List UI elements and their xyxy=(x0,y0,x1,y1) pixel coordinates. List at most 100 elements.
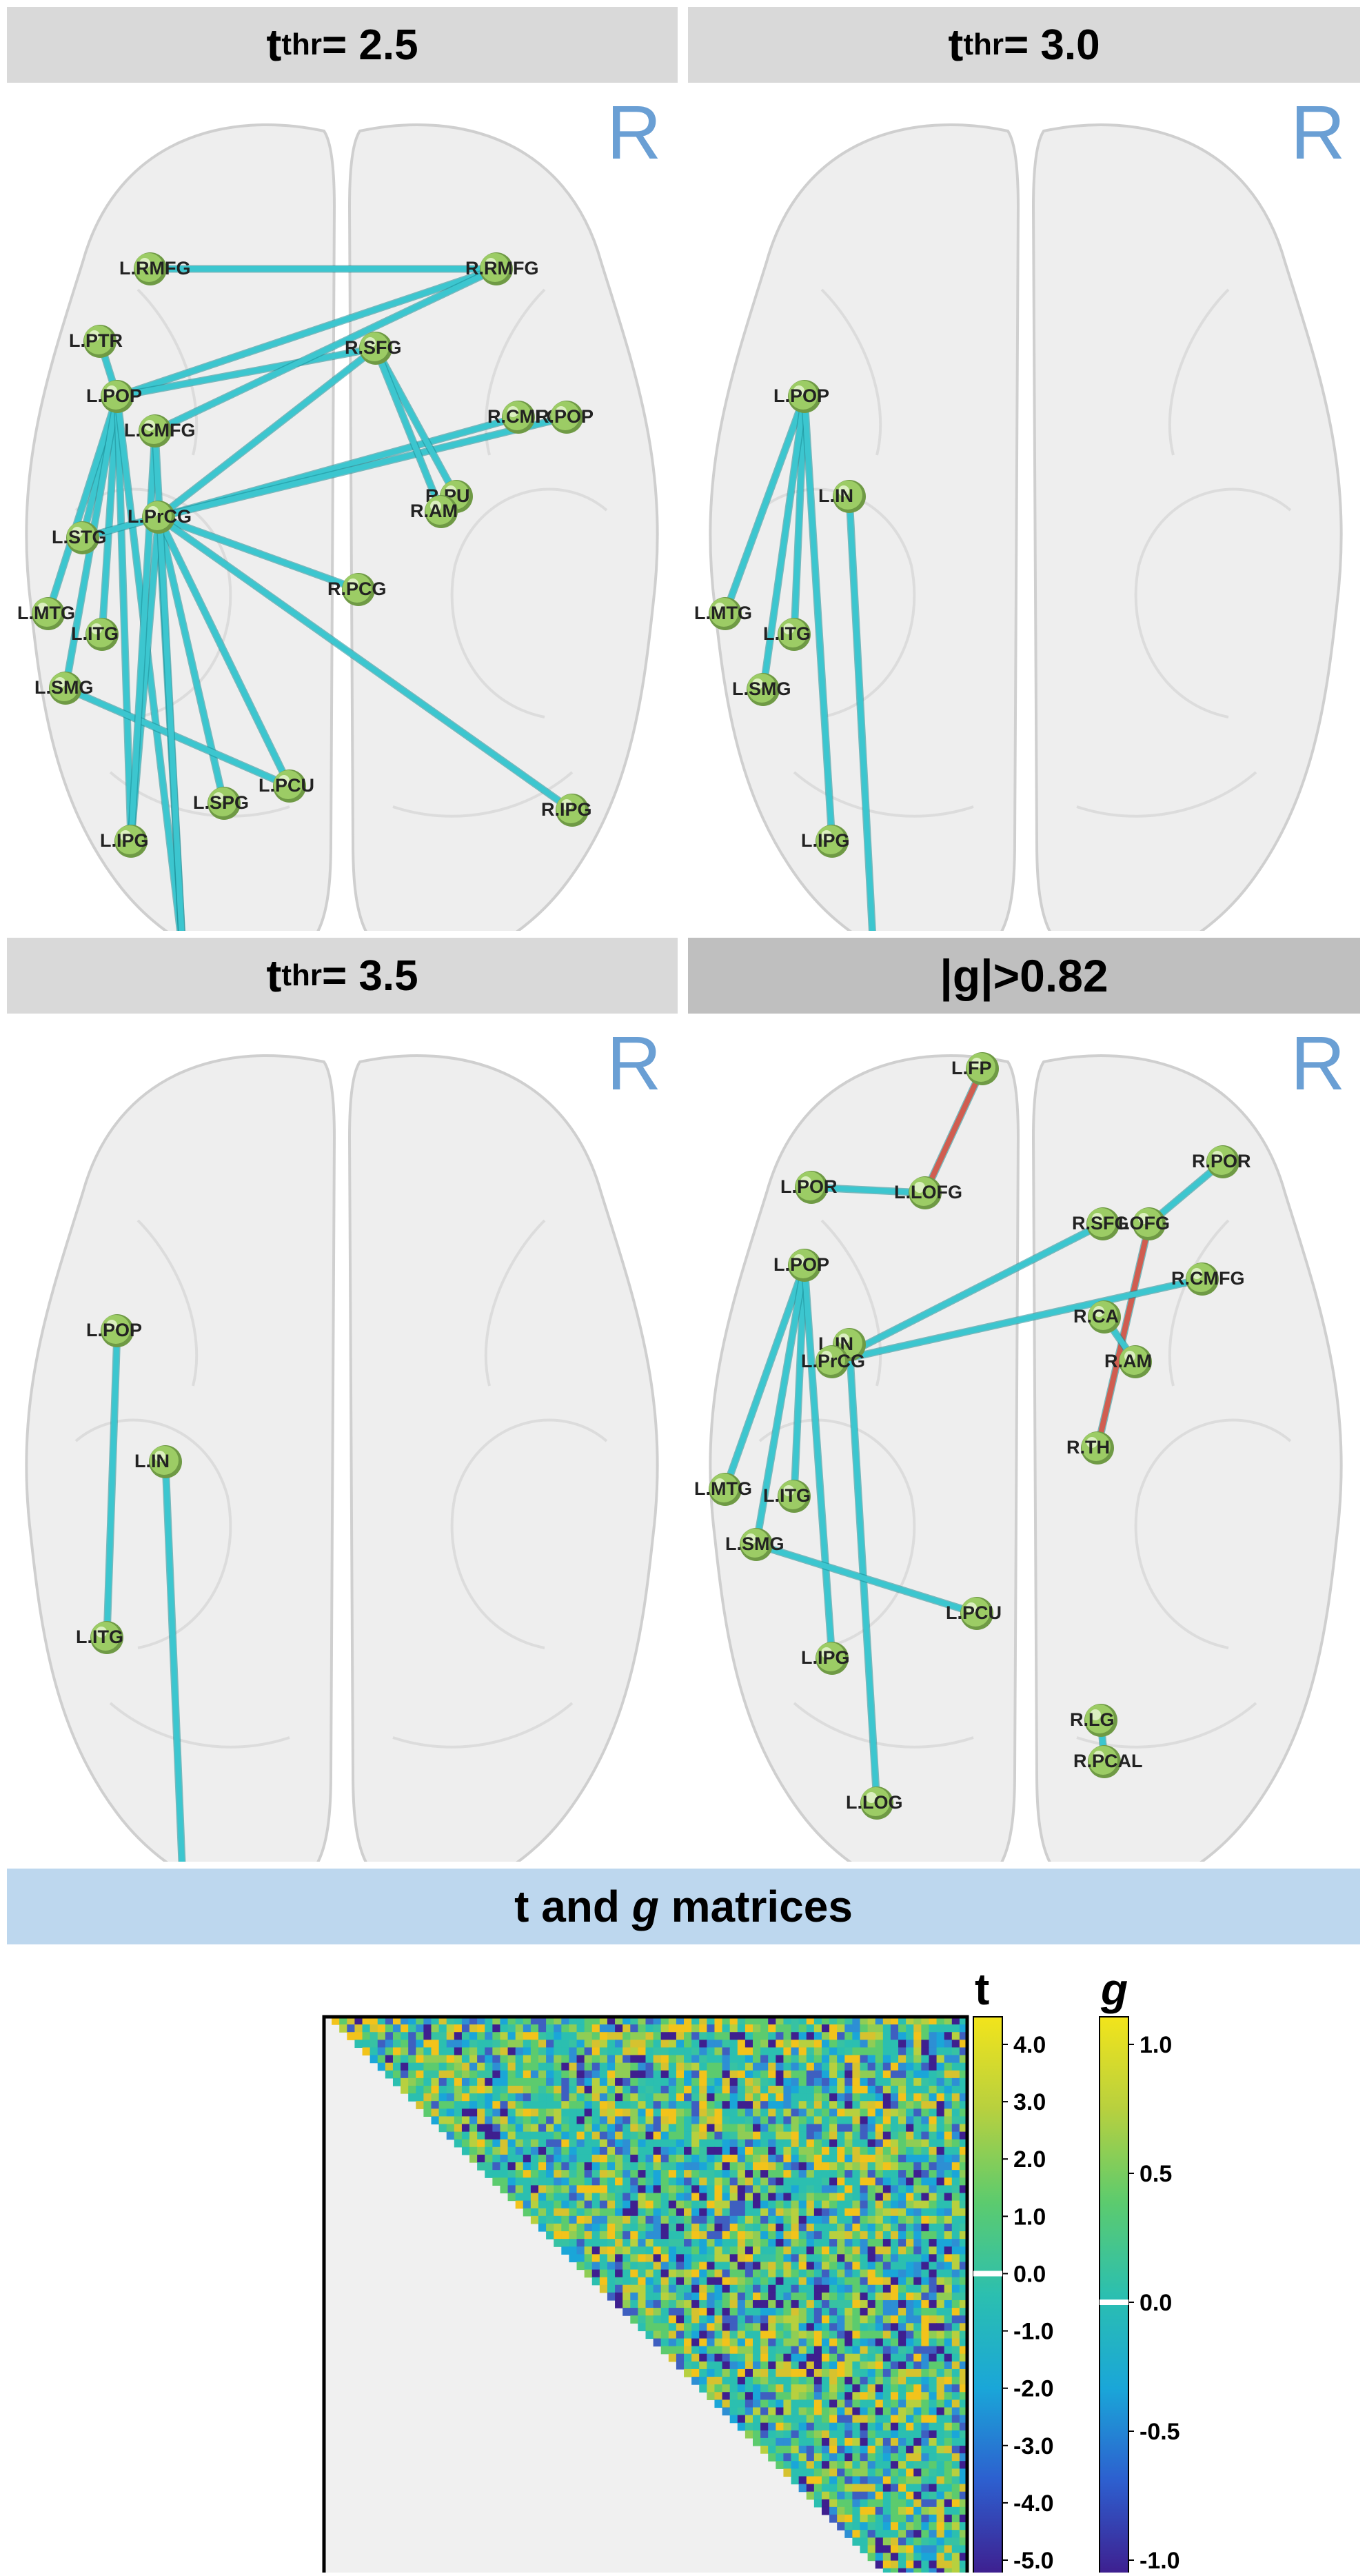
brain-contour xyxy=(1168,1219,1230,1387)
brain-node: L.ITG xyxy=(763,1480,811,1513)
colorbar-tick-label: -4.0 xyxy=(1013,2491,1054,2517)
node-highlight xyxy=(1092,1213,1103,1224)
brain-node: L.MTG xyxy=(694,1473,752,1506)
panel-title-prefix: t xyxy=(266,19,282,70)
node-label: L.MTG xyxy=(17,603,75,623)
colorbar-tick-label: -2.0 xyxy=(1013,2376,1054,2402)
brain-node: R.AM xyxy=(410,495,458,528)
brain-node: L.IPG xyxy=(100,825,149,858)
node-label: L.MTG xyxy=(694,1478,752,1499)
node-highlight xyxy=(279,775,290,786)
brain-node: L.POR xyxy=(780,1171,838,1204)
right-hemisphere xyxy=(1031,1054,1343,1862)
brain-node: L.PCU xyxy=(946,1597,1002,1630)
node-highlight xyxy=(106,385,117,396)
panel-title-prefix: t xyxy=(266,950,282,1001)
brain-contour xyxy=(109,1702,290,1749)
node-label: R.AM xyxy=(1104,1351,1152,1371)
brain-node: R.IPG xyxy=(541,794,592,827)
brain-silhouette xyxy=(25,1054,659,1862)
node-label: R.IPG xyxy=(541,799,592,820)
connection-edge xyxy=(114,345,378,399)
node-highlight xyxy=(120,830,131,841)
colorbar-t-gradient xyxy=(973,2016,1003,2575)
matrix-title-italic: g xyxy=(631,1882,659,1931)
brain-contour xyxy=(74,1418,232,1649)
brain-node: R.SFG xyxy=(345,332,402,365)
right-hemisphere-label: R xyxy=(1290,90,1345,175)
brain-node: R.RMFG xyxy=(465,252,538,285)
matrix-svg: t4.03.02.01.00.0-1.0-2.0-3.0-4.0-5.0g1.0… xyxy=(322,1964,1180,2576)
node-highlight xyxy=(1212,1151,1223,1162)
node-label: L.ITG xyxy=(763,1485,811,1506)
colorbar-tick-label: -1.0 xyxy=(1013,2319,1054,2345)
brain-node: R.POR xyxy=(1192,1145,1251,1178)
brain-node: L.FP xyxy=(951,1052,999,1085)
brain-node: R.SFG xyxy=(1072,1207,1129,1240)
brain-silhouette xyxy=(709,1054,1343,1862)
node-label: L.IN xyxy=(818,485,853,506)
node-label: R.TH xyxy=(1066,1437,1110,1458)
right-hemisphere xyxy=(347,1054,659,1862)
node-highlight xyxy=(148,506,159,517)
node-label: L.POP xyxy=(773,1254,829,1275)
node-highlight xyxy=(1191,1268,1202,1279)
connection-edge xyxy=(753,1262,807,1547)
connection-edge xyxy=(802,394,835,844)
node-highlight xyxy=(714,603,725,614)
colorbar-tick-label: -3.0 xyxy=(1013,2433,1054,2459)
brain-node: L.IPG xyxy=(801,1642,850,1675)
node-highlight xyxy=(1138,1213,1149,1224)
colorbar-tick-label: 0.0 xyxy=(1013,2261,1046,2287)
node-highlight xyxy=(783,623,794,634)
colorbar-zero-marker xyxy=(973,2271,1002,2277)
brain-contour xyxy=(450,1418,608,1649)
right-hemisphere-label: R xyxy=(1290,1021,1345,1106)
node-highlight xyxy=(866,1792,877,1803)
brain-contour xyxy=(484,1219,546,1387)
brain-node: L.ITG xyxy=(71,618,119,651)
node-label: L.CMFG xyxy=(124,420,195,441)
brain-contour xyxy=(1134,1418,1292,1649)
brain-node: L.POP xyxy=(773,1249,829,1282)
colorbar-tick-label: -5.0 xyxy=(1013,2548,1054,2573)
node-label: L.ITG xyxy=(76,1627,123,1647)
node-label: L.POR xyxy=(780,1176,838,1197)
node-label: L.PrCG xyxy=(128,506,192,527)
brain-node: R.PCG xyxy=(327,573,387,606)
node-label: L.ITG xyxy=(763,623,811,644)
brain-contour xyxy=(820,288,882,456)
brain-contour xyxy=(1168,288,1230,456)
node-label: L.IPG xyxy=(100,830,149,851)
node-label: L.FP xyxy=(951,1058,992,1078)
node-label: L.IPG xyxy=(801,1647,850,1668)
node-label: R.POR xyxy=(1192,1151,1251,1171)
left-hemisphere xyxy=(709,123,1020,931)
node-highlight xyxy=(213,792,224,803)
node-label: L.PTR xyxy=(69,330,123,351)
node-highlight xyxy=(37,603,48,614)
connection-edge xyxy=(156,514,292,789)
node-highlight xyxy=(793,1254,804,1265)
connection-edge xyxy=(156,345,378,520)
panel-title-subscript: thr xyxy=(963,28,1004,61)
connection-edge xyxy=(114,266,499,399)
node-highlight xyxy=(793,385,804,396)
brain-contour xyxy=(820,1219,882,1387)
matrix-border xyxy=(322,2015,969,2576)
brain-node: L.IPG xyxy=(801,825,850,858)
brain-node: LOFG xyxy=(1118,1207,1170,1240)
connection-edge xyxy=(802,1262,835,1661)
node-highlight xyxy=(154,1451,165,1462)
node-highlight xyxy=(507,406,518,417)
node-label: R.POP xyxy=(536,406,594,427)
connection-edge xyxy=(753,1542,980,1616)
colorbar-t-label: t xyxy=(975,1964,989,2014)
brain-node: R.CA xyxy=(1073,1300,1121,1334)
node-highlight xyxy=(966,1602,977,1613)
